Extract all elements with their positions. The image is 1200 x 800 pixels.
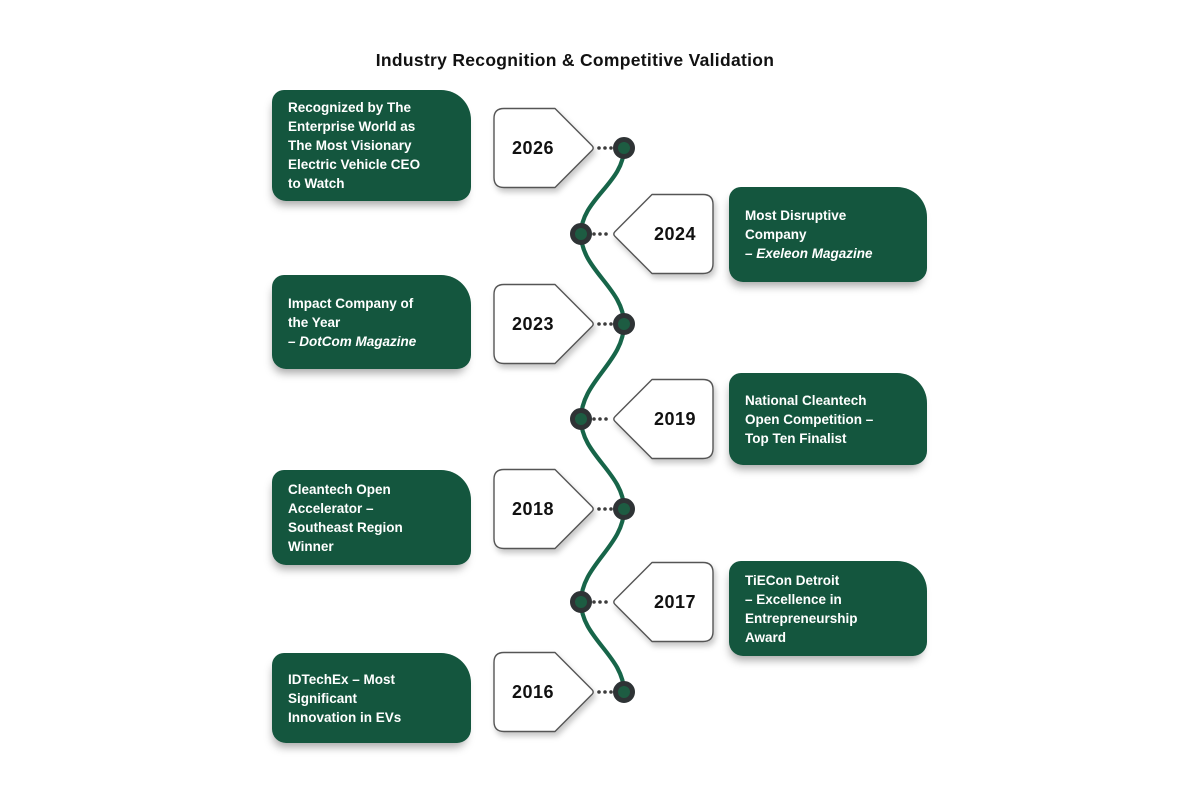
award-text: Innovation in EVs: [288, 709, 402, 725]
timeline-node-2024: [570, 223, 592, 245]
year-label: 2017: [653, 591, 697, 612]
timeline-node-2023: [613, 313, 635, 335]
pentagon-left-icon: [613, 378, 714, 460]
timeline-node-2018: [613, 498, 635, 520]
award-text: Company: [745, 227, 807, 242]
award-text: The Most Visionary: [288, 138, 412, 153]
award-text: Most Disruptive: [745, 208, 847, 223]
connector-dots: [592, 146, 613, 694]
award-text: Southeast Region: [288, 519, 403, 535]
award-text: IDTechEx – Most: [288, 671, 396, 687]
year-tag-2024: 2024: [611, 193, 715, 275]
timeline-node-2017: [570, 591, 592, 613]
award-text: Impact Company of: [288, 295, 414, 311]
award-text: Winner: [288, 538, 334, 554]
award-text: TiECon Detroit: [745, 572, 840, 588]
award-text: the Year: [288, 314, 341, 330]
award-text: – Excellence in: [745, 591, 842, 607]
pentagon-right-icon: [493, 468, 594, 550]
year-label: 2016: [511, 681, 555, 702]
award-card-2026: Recognized by The Enterprise World as Th…: [272, 90, 471, 201]
year-tag-2017: 2017: [611, 561, 715, 643]
award-text: Electric Vehicle CEO: [288, 157, 421, 172]
pentagon-right-icon: [493, 283, 594, 365]
timeline-node-2026: [613, 137, 635, 159]
award-card-2023: Impact Company of the Year – DotCom Maga…: [272, 275, 471, 369]
pentagon-right-icon: [493, 651, 594, 733]
award-text: Significant: [288, 690, 358, 706]
year-label: 2024: [653, 223, 697, 244]
year-label: 2023: [511, 313, 555, 334]
year-label: 2026: [511, 137, 555, 158]
pentagon-right-icon: [493, 107, 594, 189]
pentagon-left-icon: [613, 561, 714, 643]
award-text: Entrepreneurship: [745, 610, 858, 626]
award-text: Top Ten Finalist: [745, 430, 847, 446]
award-card-2018: Cleantech Open Accelerator – Southeast R…: [272, 470, 471, 565]
timeline-node-2016: [613, 681, 635, 703]
year-tag-2026: 2026: [492, 107, 596, 189]
award-text: Recognized by The: [288, 100, 412, 115]
page-title: Industry Recognition & Competitive Valid…: [375, 50, 775, 70]
year-label: 2019: [653, 408, 697, 429]
year-tag-2018: 2018: [492, 468, 596, 550]
timeline-nodes: [570, 137, 635, 703]
pentagon-left-icon: [613, 193, 714, 275]
award-text: Accelerator –: [288, 500, 374, 516]
award-text: Cleantech Open: [288, 481, 391, 497]
award-text: to Watch: [288, 176, 345, 191]
award-text: Award: [745, 629, 787, 645]
award-card-2019: National Cleantech Open Competition – To…: [729, 373, 927, 465]
award-text: Enterprise World as: [288, 119, 416, 134]
award-source: – DotCom Magazine: [288, 333, 417, 349]
award-source: – Exeleon Magazine: [745, 246, 873, 261]
award-card-2016: IDTechEx – Most Significant Innovation i…: [272, 653, 471, 743]
award-card-2017: TiECon Detroit – Excellence in Entrepren…: [729, 561, 927, 656]
award-text: National Cleantech: [745, 392, 867, 408]
award-text: Open Competition –: [745, 411, 874, 427]
timeline-node-2019: [570, 408, 592, 430]
year-tag-2019: 2019: [611, 378, 715, 460]
year-tag-2016: 2016: [492, 651, 596, 733]
award-card-2024: Most Disruptive Company – Exeleon Magazi…: [729, 187, 927, 282]
year-label: 2018: [511, 498, 555, 519]
year-tag-2023: 2023: [492, 283, 596, 365]
